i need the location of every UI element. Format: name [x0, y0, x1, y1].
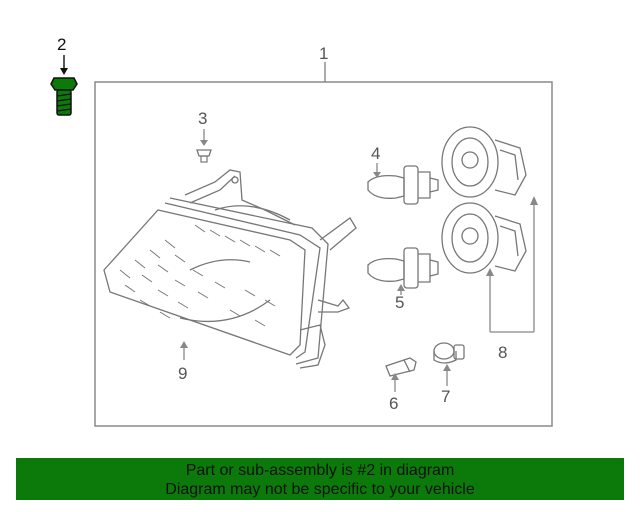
part-4-bulb[interactable]	[367, 165, 439, 205]
part-9-headlamp[interactable]	[103, 169, 357, 369]
part-2-bolt[interactable]: 2	[50, 35, 78, 116]
part-8-socket-upper[interactable]	[441, 126, 527, 198]
callout-5: 5	[395, 293, 404, 312]
parts-diagram: 1 2 3 9	[50, 35, 553, 427]
info-banner: Part or sub-assembly is #2 in diagram Di…	[16, 458, 624, 500]
part-6-wedge-bulb[interactable]	[385, 357, 417, 377]
callout-1: 1	[319, 44, 328, 63]
callout-8: 8	[498, 343, 507, 362]
callout-9: 9	[178, 364, 187, 383]
part-5-bulb[interactable]	[367, 247, 439, 289]
callout-3: 3	[198, 109, 207, 128]
assembly-frame	[94, 81, 553, 427]
callout-8-leader	[489, 200, 535, 333]
callout-6: 6	[389, 394, 398, 413]
banner-line-1: Part or sub-assembly is #2 in diagram	[185, 462, 455, 479]
part-8-socket-lower[interactable]	[441, 202, 527, 274]
callout-2: 2	[57, 35, 66, 54]
callout-4: 4	[371, 144, 380, 163]
part-3-clip[interactable]: 3	[196, 109, 212, 163]
banner-line-2: Diagram may not be specific to your vehi…	[165, 481, 475, 498]
callout-7: 7	[441, 387, 450, 406]
part-7-socket[interactable]	[433, 342, 465, 364]
